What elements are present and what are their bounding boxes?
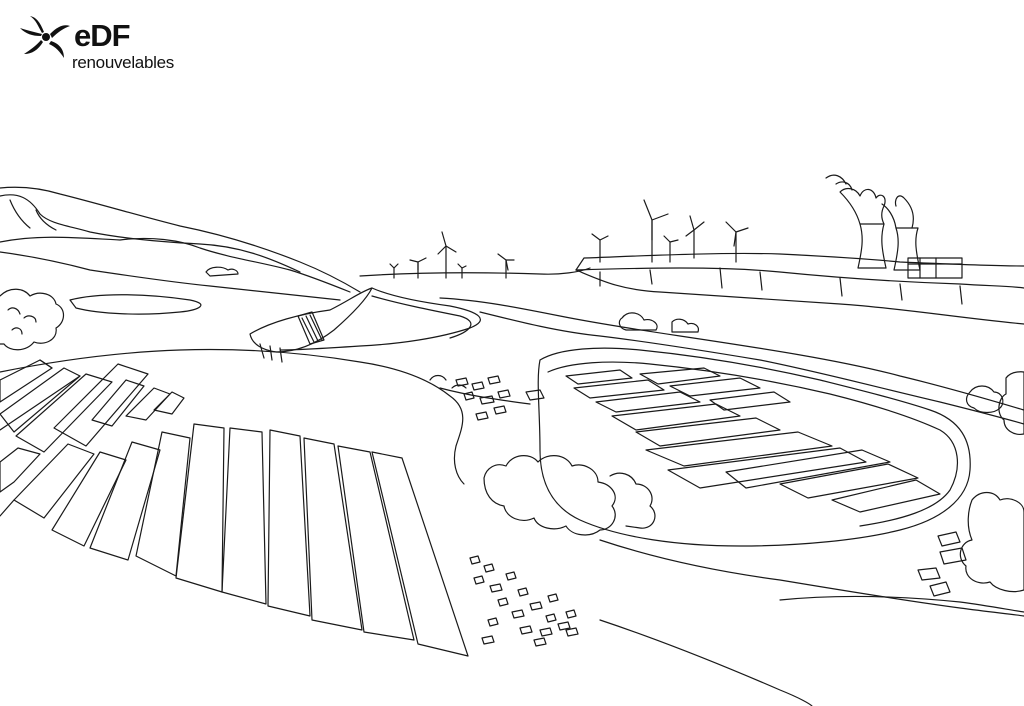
solar-panels-left [0,360,468,656]
onshore-wind-farm [576,200,1024,324]
tree-clumps [0,289,1024,591]
animals-and-vehicles [206,267,966,646]
river [280,288,1024,424]
offshore-wind-farm [360,232,590,278]
brand-name: eDF [74,18,131,53]
reservoir-and-dam [70,288,372,362]
terrain [0,348,1024,706]
mountains [0,187,360,300]
solar-panels-right [566,368,940,512]
edf-swirl-icon [20,16,70,58]
edf-renouvelables-logo: eDF renouvelables [18,14,188,78]
cooling-towers [826,175,962,278]
brand-subtitle: renouvelables [72,53,174,72]
